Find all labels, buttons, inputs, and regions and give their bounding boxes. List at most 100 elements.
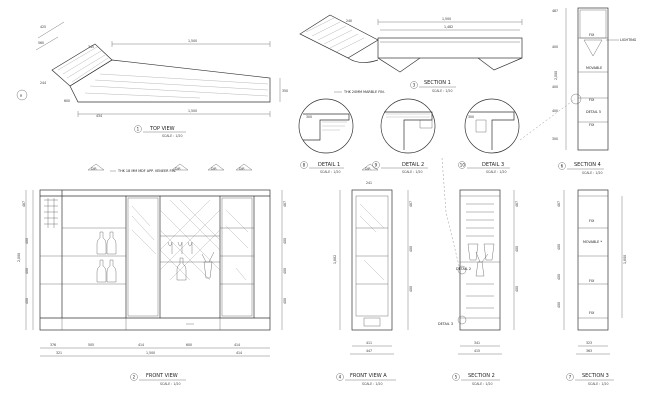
dim-text: 300 <box>468 115 474 119</box>
dim-text: 414 <box>138 343 144 347</box>
dim-text: 487 <box>283 201 287 207</box>
view-number: 2 <box>133 375 136 380</box>
dim-text: 400 <box>283 238 287 244</box>
view-number: 1 <box>137 127 140 132</box>
dim-text: 300 <box>552 137 558 141</box>
dim-text: 341 <box>474 341 480 345</box>
section-3: FIX MOVABLE * FIX FIX 487 400 400 400 1,… <box>557 189 627 386</box>
view-title: TOP VIEW <box>149 126 175 132</box>
view-number: 8 <box>303 163 306 168</box>
dim-text: 400 <box>552 85 558 89</box>
view-title: FRONT VIEW A <box>350 373 387 379</box>
section-tag: DIR <box>91 167 97 171</box>
dim-text: 345 <box>88 45 94 49</box>
note-marble: THK 20MM MARBLE FIN. <box>343 90 385 94</box>
view-title: SECTION 1 <box>424 80 451 86</box>
dim-text: 1,500 <box>188 109 197 113</box>
view-title: FRONT VIEW <box>146 373 178 379</box>
detail-2: 9 DETAIL 2 SCALE : 1/20 <box>372 98 436 174</box>
note-veneer: THK 18 MM MDF APP. VENEER FIN. <box>117 169 176 173</box>
view-scale: SCALE : 1/20 <box>588 382 608 386</box>
dim-text: 425 <box>40 25 46 29</box>
dim-text: 487 <box>409 201 413 207</box>
view-number: 5 <box>455 375 458 380</box>
dim-text: 414 <box>234 343 240 347</box>
dim-text: 350 <box>282 89 288 93</box>
note-fix: FIX <box>589 219 595 223</box>
section-2: DETAIL 2 DETAIL 3 487 400 400 341 415 5 … <box>438 189 519 386</box>
dim-text: 487 <box>515 201 519 207</box>
dim-text: 400 <box>515 286 519 292</box>
dim-text: 400 <box>283 298 287 304</box>
dim-text: 487 <box>552 9 558 13</box>
dim-text: 600 <box>64 99 70 103</box>
note-movable: MOVABLE <box>586 66 602 70</box>
dim-text: 411 <box>366 341 372 345</box>
view-scale: SCALE : 1/20 <box>582 171 602 175</box>
dim-text: 400 <box>409 286 413 292</box>
dim-text: 323 <box>586 341 592 345</box>
dim-text: 434 <box>96 114 102 118</box>
dim-text: 400 <box>25 298 29 304</box>
dim-text: 447 <box>366 349 372 353</box>
note-fix: FIX <box>589 279 595 283</box>
dim-text: 1,800 <box>623 255 627 264</box>
detail-3: 300 10 DETAIL 3 SCALE : 1/20 <box>458 98 520 174</box>
dim-text: 300 <box>306 115 312 119</box>
view-number: 10 <box>460 163 466 168</box>
dim-text: 505 <box>88 343 94 347</box>
view-scale: SCALE : 1/20 <box>160 382 180 386</box>
dim-text: 400 <box>25 238 29 244</box>
view-title: DETAIL 3 <box>482 162 504 168</box>
dim-text: 400 <box>557 244 561 250</box>
dim-text: 414 <box>236 351 242 355</box>
dim-text: 415 <box>474 349 480 353</box>
radius-mark: R <box>20 94 23 98</box>
section-4: MOVABLE FIX FIX FIX LIGHTING DETAIL 5 48… <box>552 7 637 175</box>
dim-text: 400 <box>515 246 519 252</box>
dim-text: 2,000 <box>17 253 21 262</box>
dim-text: 240 <box>346 19 352 23</box>
view-number: 4 <box>339 375 342 380</box>
dim-text: 1,500 <box>442 17 451 21</box>
section-tag: DIR <box>175 167 181 171</box>
note-detail5: DETAIL 5 <box>586 110 601 114</box>
dim-text: 487 <box>22 201 26 207</box>
dim-text: 376 <box>50 343 56 347</box>
note-fix: FIX <box>589 98 595 102</box>
detail-leader <box>441 157 461 271</box>
dim-text: 241 <box>366 181 372 185</box>
view-scale: SCALE : 1/20 <box>432 89 452 93</box>
dim-text: 600 <box>186 343 192 347</box>
view-scale: SCALE : 1/20 <box>402 170 422 174</box>
detail-1: THK 20MM MARBLE FIN. 300 8 DETAIL 1 SCAL… <box>298 90 385 174</box>
view-number: 6 <box>561 164 564 169</box>
dim-text: 400 <box>552 45 558 49</box>
view-number: 7 <box>569 375 572 380</box>
note-lighting: LIGHTING <box>620 38 637 42</box>
view-number: 9 <box>375 163 378 168</box>
view-title: SECTION 4 <box>574 162 601 168</box>
view-title: DETAIL 1 <box>318 162 340 168</box>
section-1: 1,500 1,482 240 3 SECTION 1 SCALE : 1/20 <box>299 14 523 93</box>
dim-text: 560 <box>38 41 44 45</box>
view-title: DETAIL 2 <box>402 162 424 168</box>
view-title: SECTION 3 <box>582 373 609 379</box>
view-scale: SCALE : 1/20 <box>320 170 340 174</box>
dim-text: 1,882 <box>333 255 337 264</box>
note-movable2: MOVABLE * <box>583 240 602 244</box>
dim-text: 400 <box>552 109 558 113</box>
dim-text: 2,000 <box>554 71 558 80</box>
dim-text: 487 <box>557 201 561 207</box>
dim-text: 363 <box>586 349 592 353</box>
section-tag: DIR <box>365 167 371 171</box>
note-fix: FIX <box>589 123 595 127</box>
view-number: 3 <box>413 83 416 88</box>
view-scale: SCALE : 1/20 <box>162 134 182 138</box>
detail-leader <box>519 98 576 141</box>
note-detail3: DETAIL 3 <box>438 322 453 326</box>
dim-text: 321 <box>56 351 62 355</box>
note-detail2: DETAIL 2 <box>456 267 471 271</box>
